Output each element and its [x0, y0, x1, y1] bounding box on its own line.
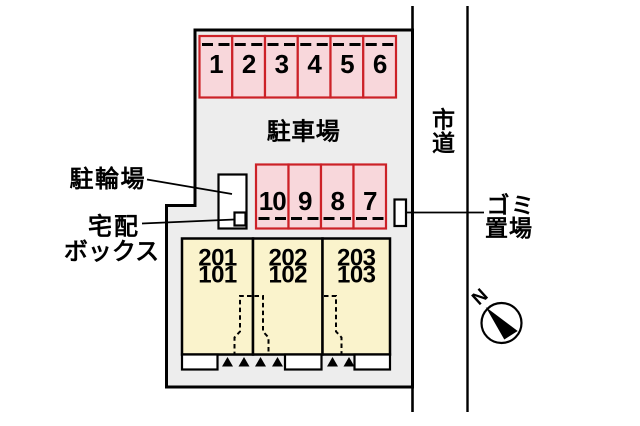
unit-1-lower-number: 101	[198, 262, 237, 289]
garbage-area-label-line2: 置場	[485, 215, 533, 241]
delivery-box-label-line2: ボックス	[64, 239, 159, 266]
stall-number-8: 8	[331, 186, 345, 216]
stall-number-6: 6	[373, 49, 387, 79]
delivery-leader-line	[141, 218, 235, 225]
porch-middle	[283, 353, 323, 371]
building-unit-202	[251, 237, 324, 356]
stall-number-4: 4	[307, 49, 322, 79]
delivery-box-label-line1: 宅配	[88, 213, 140, 241]
stall-number-2: 2	[242, 49, 256, 79]
compass-needle	[485, 307, 518, 340]
stall-number-7: 7	[363, 186, 377, 216]
parking-stall-5	[329, 34, 365, 99]
porch-right	[353, 353, 392, 371]
entrance-markers	[222, 357, 355, 367]
parking-stall-3	[263, 34, 299, 99]
stall-number-5: 5	[340, 49, 354, 79]
compass-icon: N	[468, 285, 523, 345]
garbage-area-label-line1: ゴミ	[487, 192, 536, 218]
parking-row-middle: 10 9 8 7	[254, 163, 388, 230]
entrance-paths	[233, 295, 343, 354]
road-label-char1: 市	[432, 107, 455, 133]
parking-area-label: 駐車場	[267, 118, 341, 146]
porch-left	[180, 353, 219, 371]
building: 201 101 202 102 203 103	[180, 237, 392, 371]
parking-row-top: 1 2 3 4 5 6	[198, 34, 398, 99]
bicycle-parking-label: 駐輪場	[70, 165, 147, 193]
unit-2-upper-number: 202	[268, 245, 307, 272]
road-label-char2: 道	[432, 130, 455, 156]
parking-stall-6	[362, 34, 398, 99]
stall-number-10: 10	[259, 186, 286, 216]
unit-3-upper-number: 203	[337, 245, 376, 272]
parking-stall-1	[198, 34, 234, 99]
building-unit-201	[180, 237, 255, 356]
unit-1-upper-number: 201	[198, 245, 237, 272]
bicycle-leader-line	[146, 178, 233, 195]
stall-number-9: 9	[298, 186, 312, 216]
parking-stall-4	[296, 34, 332, 99]
unit-3-lower-number: 103	[337, 262, 376, 289]
unit-2-lower-number: 102	[268, 262, 307, 289]
stall-number-1: 1	[209, 49, 223, 79]
stall-number-3: 3	[275, 49, 289, 79]
compass-north-label: N	[468, 285, 492, 310]
delivery-box-structure	[233, 211, 247, 227]
garbage-structure	[393, 198, 408, 228]
road: 市 道	[411, 6, 469, 412]
